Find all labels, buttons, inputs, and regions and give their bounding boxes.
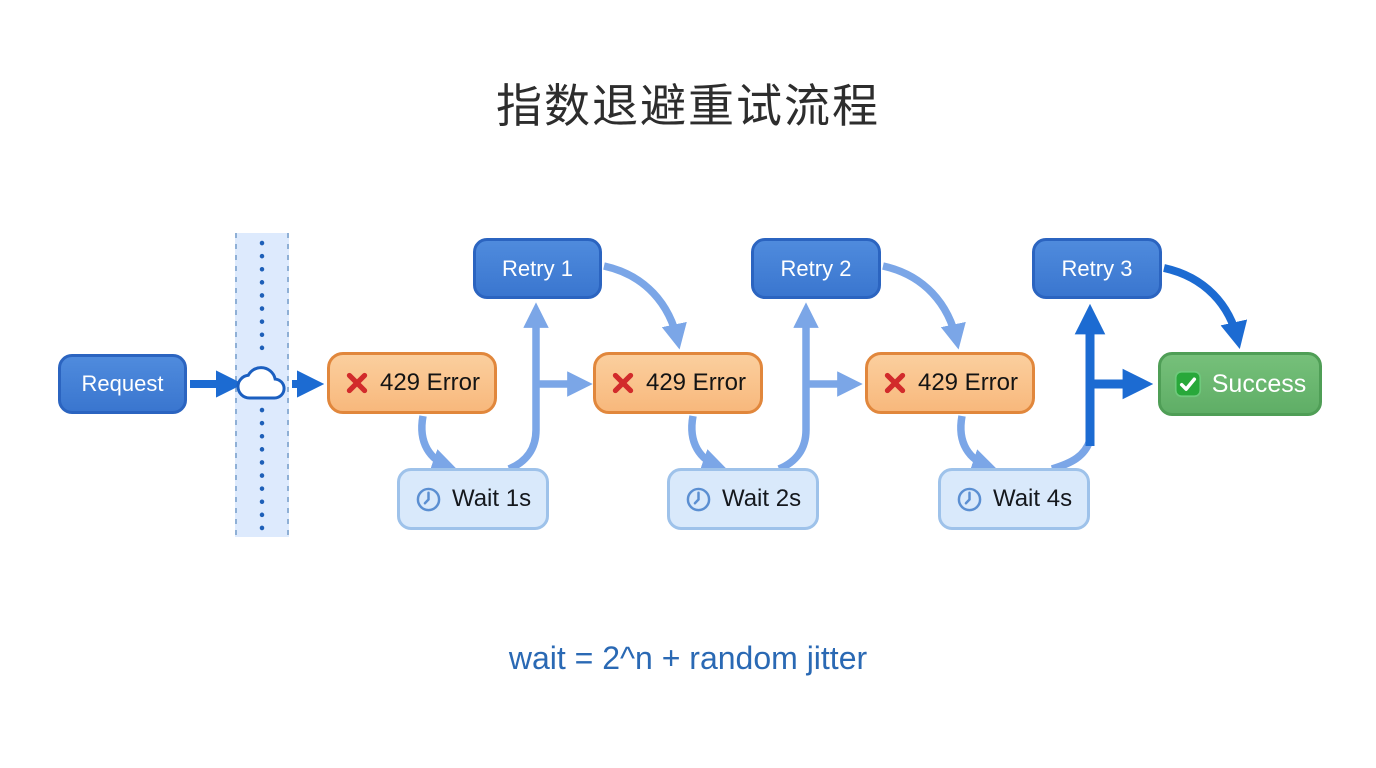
formula-text: wait = 2^n + random jitter (508, 640, 868, 676)
clock-icon (415, 486, 442, 513)
node-retry1-label: Retry 1 (502, 255, 573, 281)
node-error1-label: 429 Error (379, 369, 481, 396)
arrow-retry2-to-error3 (882, 262, 966, 350)
node-error2-label: 429 Error (645, 369, 747, 396)
arrow-error2-to-wait2 (688, 415, 728, 474)
arrow-wait3-curve (1050, 438, 1094, 473)
arrow-retry1-to-error2 (603, 262, 687, 350)
node-wait-2: Wait 2s (667, 468, 819, 530)
clock-icon (685, 486, 712, 513)
node-request: Request (58, 354, 187, 414)
node-retry-3: Retry 3 (1032, 238, 1162, 299)
arrow-wait1-to-retry1 (507, 302, 549, 473)
arrow-retry3-to-success (1163, 264, 1248, 349)
cross-icon (882, 370, 908, 396)
clock-icon (956, 486, 983, 513)
node-retry-1: Retry 1 (473, 238, 602, 299)
node-request-label: Request (81, 371, 164, 396)
node-error3-label: 429 Error (917, 369, 1019, 396)
cross-icon (344, 370, 370, 396)
node-retry2-label: Retry 2 (780, 255, 852, 281)
node-success-label: Success (1211, 369, 1307, 398)
node-retry3-label: Retry 3 (1061, 255, 1133, 281)
node-error-3: 429 Error (865, 352, 1035, 414)
cloud-icon (236, 366, 286, 400)
node-wait3-label: Wait 4s (992, 485, 1073, 512)
diagram-title: 指数退避重试流程 (496, 80, 880, 132)
node-error-1: 429 Error (327, 352, 497, 414)
node-wait-3: Wait 4s (938, 468, 1090, 530)
arrow-error1-to-wait1 (418, 415, 458, 474)
cross-icon (610, 370, 636, 396)
check-icon (1174, 370, 1202, 398)
arrow-error3-to-wait3 (957, 415, 998, 474)
node-wait2-label: Wait 2s (721, 485, 802, 512)
node-wait1-label: Wait 1s (451, 485, 532, 512)
node-success: Success (1158, 352, 1322, 416)
node-error-2: 429 Error (593, 352, 763, 414)
node-retry-2: Retry 2 (751, 238, 881, 299)
node-wait-1: Wait 1s (397, 468, 549, 530)
arrow-wait2-to-retry2 (777, 302, 819, 473)
